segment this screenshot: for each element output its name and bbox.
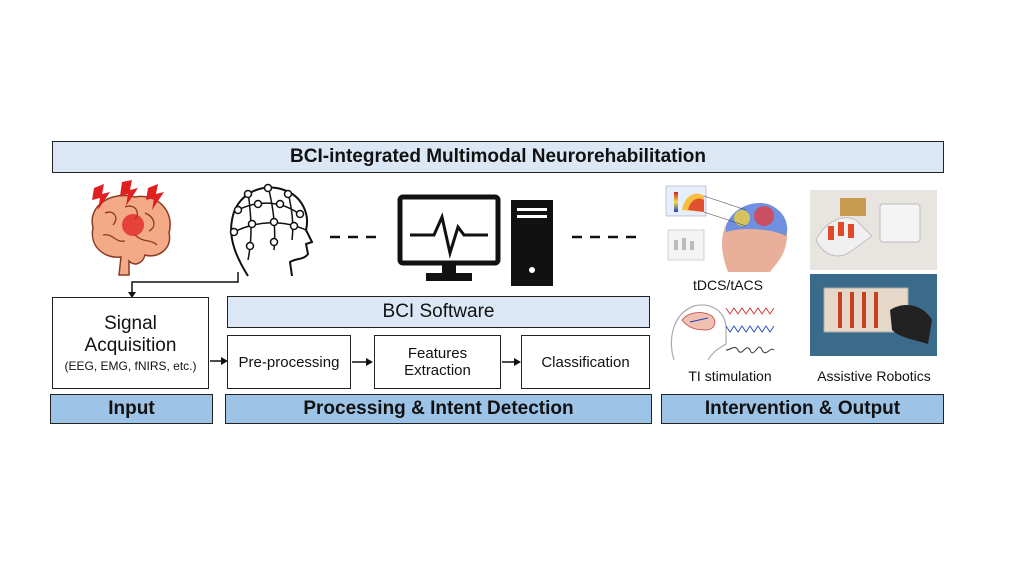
input-section-label: Input [50,394,213,424]
flow-arrow [502,358,521,366]
robotic-hand-photo [810,190,937,356]
monitor-signal-icon [397,194,501,281]
ti-waveform-diagram [670,304,775,361]
computer-tower-icon [511,200,553,286]
signal-line2: Acquisition [84,335,177,356]
signal-connector-arrow [128,272,239,298]
signal-acquisition-box: Signal Acquisition (EEG, EMG, fNIRS, etc… [52,297,209,389]
dashed-connector [330,235,380,239]
brain-lesion-icon [91,194,171,276]
flow-arrow [210,357,228,365]
ti-caption: TI stimulation [688,368,772,384]
flow-arrow [352,358,373,366]
eeg-cap-head-icon [229,183,314,277]
dashed-connector [572,235,638,239]
bci-software-bar: BCI Software [227,296,650,328]
classification-label: Classification [541,353,630,371]
diagram-title: BCI-integrated Multimodal Neurorehabilit… [52,141,944,173]
features-extraction-box: Features Extraction [374,335,501,389]
signal-line1: Signal [104,313,157,334]
features-label-line2: Extraction [404,362,471,379]
output-section-label: Intervention & Output [661,394,944,424]
pre-processing-label: Pre-processing [238,353,340,371]
tdcs-caption: tDCS/tACS [692,277,763,293]
processing-section-label: Processing & Intent Detection [225,394,652,424]
classification-box: Classification [521,335,650,389]
lightning-alert-icon [92,180,164,210]
signal-sub: (EEG, EMG, fNIRS, etc.) [64,359,197,373]
features-label-line1: Features [407,345,468,362]
pre-processing-box: Pre-processing [227,335,351,389]
brain-stimulation-model-image [665,185,788,272]
robotics-caption: Assistive Robotics [817,368,931,384]
